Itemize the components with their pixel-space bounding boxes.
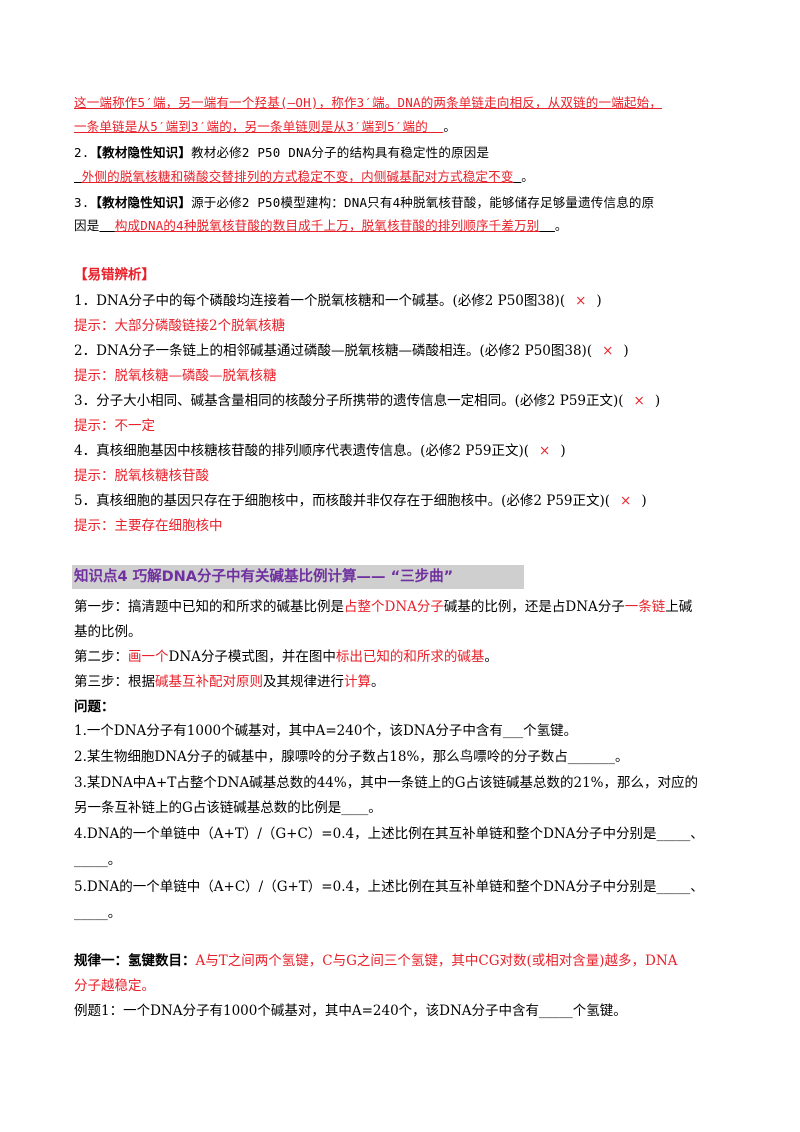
problem-5: 5.DNA的一个单链中（A+C）/（G+T）=0.4，上述比例在其互补单链和整个…: [74, 879, 704, 895]
q3-line: 3.【教材隐性知识】源于必修2 P50模型建构：DNA只有4种脱氧核苷酸，能够储…: [74, 195, 655, 210]
intro-line-2: 一条单链是从5′端到3′端的，另一条单链则是从3′端到5′端的 。: [74, 119, 457, 134]
error-hint-5: 提示：主要存在细胞核中: [74, 518, 223, 534]
q3-tag: 【教材隐性知识】: [89, 195, 192, 210]
error-hint-4: 提示：脱氧核糖核苷酸: [74, 468, 209, 484]
q2-line: 2.【教材隐性知识】教材必修2 P50 DNA分子的结构具有稳定性的原因是: [74, 145, 490, 160]
errors-title: 【易错辨析】: [74, 267, 155, 283]
problem-3: 3.某DNA中A+T占整个DNA碱基总数的44%，其中一条链上的G占该链碱基总数…: [74, 775, 699, 791]
questions-label: 问题：: [74, 699, 115, 715]
q3-text: 源于必修2 P50模型建构：DNA只有4种脱氧核苷酸，能够储存足够量遗传信息的原: [191, 195, 655, 210]
problem-2: 2.某生物细胞DNA分子的碱基中，腺嘌呤的分子数占18%，那么鸟嘌呤的分子数占_…: [74, 749, 629, 765]
error-item-3: 3．分子大小相同、碱基含量相同的核酸分子所携带的遗传信息一定相同。(必修2 P5…: [74, 393, 661, 409]
q3-answer-line: 因是 构成DNA的4种脱氧核苷酸的数目成千上万，脱氧核苷酸的排列顺序千差万别 。: [74, 218, 568, 233]
error-item-1: 1．DNA分子中的每个磷酸均连接着一个脱氧核糖和一个碱基。(必修2 P50图38…: [74, 293, 602, 309]
q2-text: 教材必修2 P50 DNA分子的结构具有稳定性的原因是: [191, 145, 490, 160]
error-hint-2: 提示：脱氧核糖—磷酸—脱氧核糖: [74, 368, 277, 384]
example-1: 例题1：一个DNA分子有1000个碱基对，其中A=240个，该DNA分子中含有_…: [74, 1003, 627, 1019]
q2-tag: 【教材隐性知识】: [89, 145, 192, 160]
problem-1: 1.一个DNA分子有1000个碱基对，其中A=240个，该DNA分子中含有___…: [74, 723, 578, 739]
section-heading-text: 知识点4 巧解DNA分子中有关碱基比例计算—— “三步曲”: [74, 569, 454, 585]
wrong-mark-icon: ×: [575, 293, 587, 309]
wrong-mark-icon: ×: [539, 443, 551, 459]
wrong-mark-icon: ×: [620, 493, 632, 509]
rule-1-cont: 分子越稳定。: [74, 978, 155, 994]
intro-line-1: 这一端称作5′端，另一端有一个羟基(—OH)，称作3′端。DNA的两条单链走向相…: [74, 95, 663, 110]
rule-1: 规律一：氢键数目：A与T之间两个氢键，C与G之间三个氢键，其中CG对数(或相对含…: [74, 953, 678, 969]
error-hint-1: 提示：大部分磷酸链接2个脱氧核糖: [74, 318, 286, 334]
step-1-cont: 基的比例。: [74, 624, 142, 640]
q2-answer-line: 外侧的脱氧核糖和磷酸交替排列的方式稳定不变，内侧碱基配对方式稳定不变 。: [81, 169, 534, 184]
q3-answer: 构成DNA的4种脱氧核苷酸的数目成千上万，脱氧核苷酸的排列顺序千差万别: [114, 218, 540, 233]
problem-4: 4.DNA的一个单链中（A+T）/（G+C）=0.4，上述比例在其互补单链和整个…: [74, 826, 704, 842]
section-heading: 知识点4 巧解DNA分子中有关碱基比例计算—— “三步曲”: [72, 565, 524, 589]
q2-answer: 外侧的脱氧核糖和磷酸交替排列的方式稳定不变，内侧碱基配对方式稳定不变: [81, 169, 514, 184]
intro-answer: 一条单链是从5′端到3′端的，另一条单链则是从3′端到5′端的: [74, 119, 428, 134]
step-1: 第一步：搞清题中已知的和所求的碱基比例是占整个DNA分子碱基的比例，还是占DNA…: [74, 599, 693, 615]
wrong-mark-icon: ×: [602, 343, 614, 359]
problem-4-cont: _____。: [74, 852, 122, 868]
error-item-4: 4．真核细胞基因中核糖核苷酸的排列顺序代表遗传信息。(必修2 P59正文)(×): [74, 443, 566, 459]
error-item-5: 5．真核细胞的基因只存在于细胞核中，而核酸并非仅存在于细胞核中。(必修2 P59…: [74, 493, 647, 509]
wrong-mark-icon: ×: [633, 393, 645, 409]
problem-3-cont: 另一条互补链上的G占该链碱基总数的比例是____。: [74, 800, 382, 816]
problem-5-cont: _____。: [74, 905, 122, 921]
step-2: 第二步：画一个DNA分子模式图，并在图中标出已知的和所求的碱基。: [74, 649, 498, 665]
step-3: 第三步：根据碱基互补配对原则及其规律进行计算。: [74, 674, 385, 690]
error-hint-3: 提示：不一定: [74, 418, 155, 434]
error-item-2: 2．DNA分子一条链上的相邻碱基通过磷酸—脱氧核糖—磷酸相连。(必修2 P50图…: [74, 343, 629, 359]
